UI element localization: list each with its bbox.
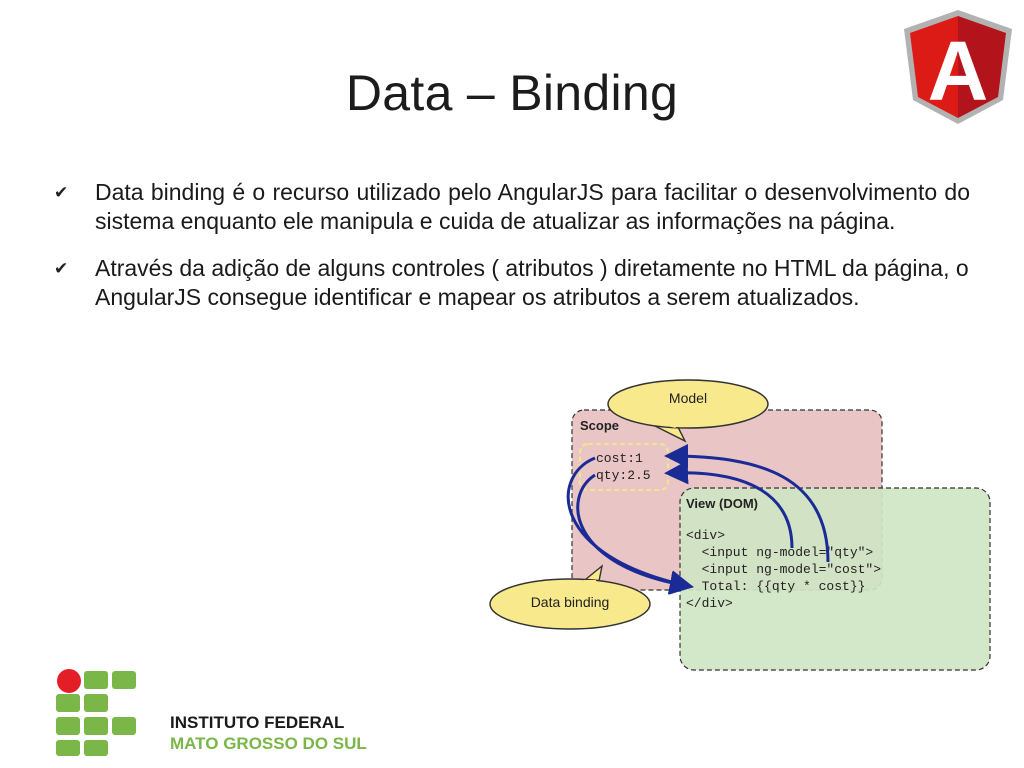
model-callout <box>607 379 769 429</box>
view-line-5: </div> <box>686 596 733 611</box>
checkmark-icon: ✔ <box>54 259 69 279</box>
checkmark-icon: ✔ <box>54 183 69 203</box>
angular-logo-letter: A <box>928 24 989 118</box>
slide-title: Data – Binding <box>345 65 679 121</box>
binding-arrow-qty <box>664 460 794 549</box>
bullet-text-2: Através da adição de alguns controles ( … <box>95 255 969 310</box>
view-line-1: <div> <box>686 528 725 543</box>
binding-callout <box>489 578 651 630</box>
view-line-2: <input ng-model="qty"> <box>686 545 873 560</box>
logo-line-1: INSTITUTO FEDERAL <box>170 713 344 732</box>
binding-arrow-cost <box>664 444 830 563</box>
logo-red-circle <box>57 669 81 693</box>
bullet-list: ✔ Data binding é o recurso utilizado pel… <box>54 178 970 330</box>
binding-arrow-total-qty <box>576 473 694 595</box>
scope-line-cost: cost:1 <box>596 451 643 466</box>
model-callout-label: Model <box>669 390 707 406</box>
scope-label: Scope <box>580 418 619 433</box>
binding-callout-label: Data binding <box>531 594 610 610</box>
binding-arrow-total-cost <box>566 456 694 594</box>
view-label: View (DOM) <box>686 496 758 511</box>
bullet-item-2: ✔ Através da adição de alguns controles … <box>54 254 970 312</box>
angular-logo: A <box>904 10 1012 124</box>
view-line-4: Total: {{qty * cost}} <box>686 579 865 594</box>
scope-line-qty: qty:2.5 <box>596 468 651 483</box>
bullet-item-1: ✔ Data binding é o recurso utilizado pel… <box>54 178 970 236</box>
data-binding-diagram: Scope cost:1 qty:2.5 View (DOM) <div> <i… <box>489 379 991 671</box>
ifms-logo: INSTITUTO FEDERAL MATO GROSSO DO SUL <box>56 669 367 756</box>
view-line-3: <input ng-model="cost"> <box>686 562 881 577</box>
logo-line-2: MATO GROSSO DO SUL <box>170 734 367 753</box>
bullet-text-1: Data binding é o recurso utilizado pelo … <box>95 179 970 234</box>
